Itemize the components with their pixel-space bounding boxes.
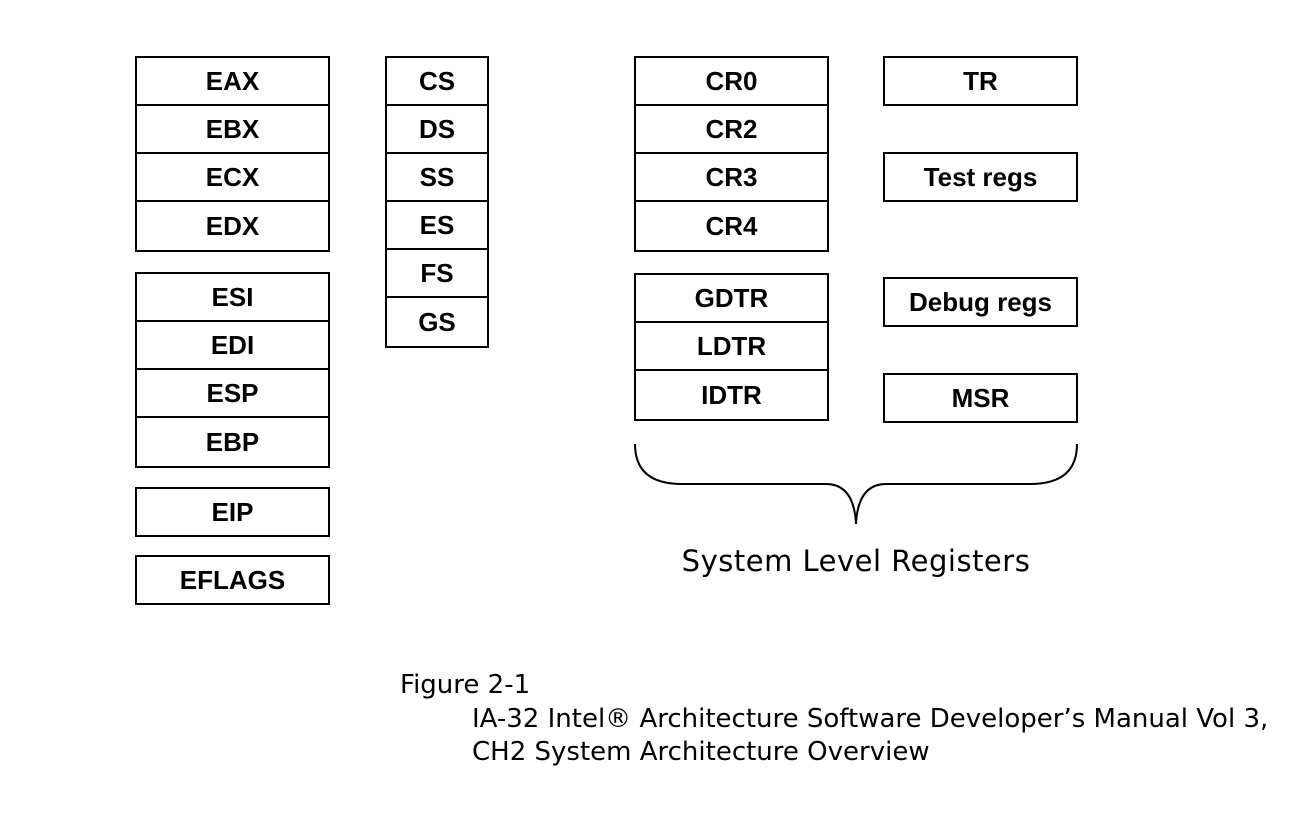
control-registers-group: CR0 CR2 CR3 CR4 (634, 56, 829, 252)
register-esi: ESI (137, 274, 328, 322)
register-cr3: CR3 (636, 154, 827, 202)
register-ds: DS (387, 106, 487, 154)
register-es: ES (387, 202, 487, 250)
register-eflags: EFLAGS (135, 555, 330, 605)
register-edx: EDX (205, 210, 260, 241)
register-gdtr: GDTR (636, 275, 827, 323)
general-registers-group-b: ESI EDI ESP EBP (135, 272, 330, 468)
register-ldtr: LDTR (636, 323, 827, 371)
register-fs: FS (387, 250, 487, 298)
register-cr4: CR4 (705, 210, 758, 241)
general-registers-group-a: EAX EBX ECX EDX (135, 56, 330, 252)
register-cs: CS (387, 58, 487, 106)
register-cr0: CR0 (636, 58, 827, 106)
figure-caption-line-1: IA-32 Intel® Architecture Software Devel… (472, 704, 1269, 734)
register-tr: TR (883, 56, 1078, 106)
register-ebp: EBP (205, 426, 260, 457)
segment-registers-group: CS DS SS ES FS GS (385, 56, 489, 348)
curly-brace-icon (634, 443, 1078, 525)
register-cr2: CR2 (636, 106, 827, 154)
register-idtr: IDTR (701, 379, 762, 410)
register-gs: GS (418, 306, 456, 337)
table-registers-group: GDTR LDTR IDTR (634, 273, 829, 421)
register-eip: EIP (135, 487, 330, 537)
test-registers-box: Test regs (883, 152, 1078, 202)
register-msr: MSR (883, 373, 1078, 423)
register-ecx: ECX (137, 154, 328, 202)
register-ss: SS (387, 154, 487, 202)
system-level-registers-label: System Level Registers (681, 544, 1031, 578)
figure-caption-line-2: CH2 System Architecture Overview (472, 737, 930, 767)
figure-caption-title: Figure 2-1 (400, 670, 531, 700)
register-ebx: EBX (137, 106, 328, 154)
register-eax: EAX (137, 58, 328, 106)
register-esp: ESP (137, 370, 328, 418)
debug-registers-box: Debug regs (883, 277, 1078, 327)
register-edi: EDI (137, 322, 328, 370)
